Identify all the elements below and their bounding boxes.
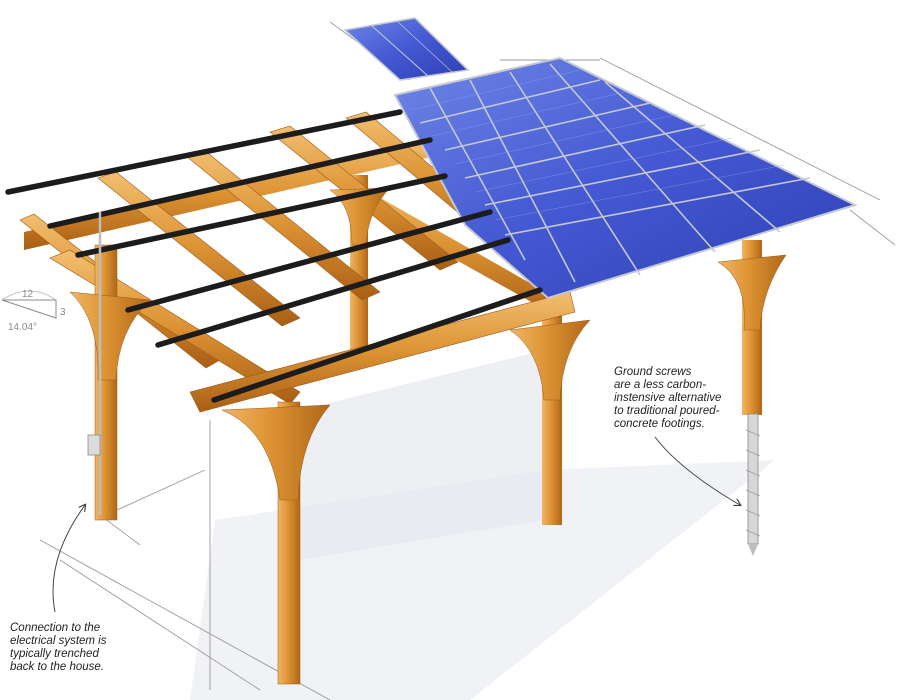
junction-box <box>87 434 101 456</box>
callout-line: instensive alternative <box>614 392 722 404</box>
callout-line: back to the house. <box>10 661 104 673</box>
electrical-conduit <box>87 212 102 515</box>
purlin-1 <box>5 109 403 195</box>
front-left-post <box>94 244 118 521</box>
braces <box>69 187 787 501</box>
panel-cell-lines <box>409 69 786 221</box>
brace-left-post <box>69 291 151 381</box>
purlins <box>5 109 543 403</box>
callout-leaders <box>52 436 740 613</box>
purlin-3 <box>75 173 448 258</box>
callout-line: typically trenched <box>10 648 99 660</box>
callout-line: Connection to the <box>10 622 101 634</box>
callout-line: Ground screws <box>614 366 692 378</box>
pitch-symbol: 12 3 14.04° <box>1 289 66 333</box>
pitch-angle: 14.04° <box>8 322 37 333</box>
panel-frame-lines <box>419 63 811 283</box>
callout-line: to traditional poured- <box>614 405 720 417</box>
purlin-4 <box>125 209 493 313</box>
callout-line: electrical system is <box>10 635 107 647</box>
brace-rear-right <box>717 254 787 331</box>
solar-panel-array <box>393 56 858 300</box>
pitch-rise: 3 <box>60 307 66 318</box>
detached-solar-panel <box>343 17 470 81</box>
brace-back-right <box>509 319 591 401</box>
rafter-2 <box>97 171 301 327</box>
ground-screw <box>745 413 761 556</box>
purlin-5 <box>155 237 511 348</box>
brace-center-post-left <box>221 404 331 501</box>
callout-line: are a less carbon- <box>614 379 707 391</box>
ground-shadows <box>190 350 775 700</box>
pitch-run: 12 <box>22 289 34 300</box>
electrical-leader <box>52 505 85 613</box>
electrical-callout: Connection to the electrical system is t… <box>10 622 107 674</box>
purlin-6 <box>211 287 543 403</box>
ground-screw-leader <box>654 436 740 505</box>
callout-line: concrete footings. <box>614 418 705 430</box>
ground-screws-callout: Ground screws are a less carbon- instens… <box>614 366 721 431</box>
purlin-2 <box>47 137 433 229</box>
